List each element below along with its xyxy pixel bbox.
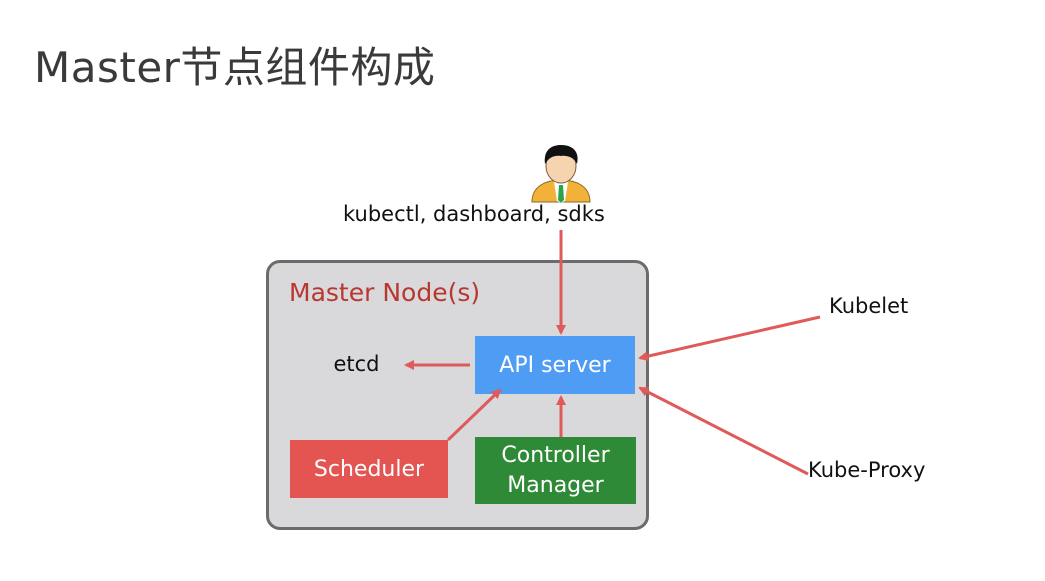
api-server-box: API server: [475, 336, 635, 394]
api-server-label: API server: [499, 352, 611, 378]
user-clients-label: kubectl, dashboard, sdks: [343, 202, 605, 226]
user-icon: [531, 145, 591, 203]
arrow-kubeproxy-to-api: [638, 386, 809, 476]
etcd-label: etcd: [333, 352, 380, 376]
controller-manager-label-line1: Controller: [501, 442, 610, 468]
arrow-scheduler-to-api: [446, 388, 502, 442]
controller-manager-box: Controller Manager: [475, 437, 636, 504]
arrow-kubelet-to-api: [638, 315, 821, 362]
scheduler-label: Scheduler: [313, 456, 425, 482]
scheduler-box: Scheduler: [290, 440, 448, 498]
controller-manager-label-line2: Manager: [507, 472, 604, 498]
master-node-label: Master Node(s): [289, 278, 481, 307]
page-title: Master节点组件构成: [34, 43, 436, 92]
kube-proxy-label: Kube-Proxy: [808, 458, 926, 482]
kubelet-label: Kubelet: [829, 294, 909, 318]
